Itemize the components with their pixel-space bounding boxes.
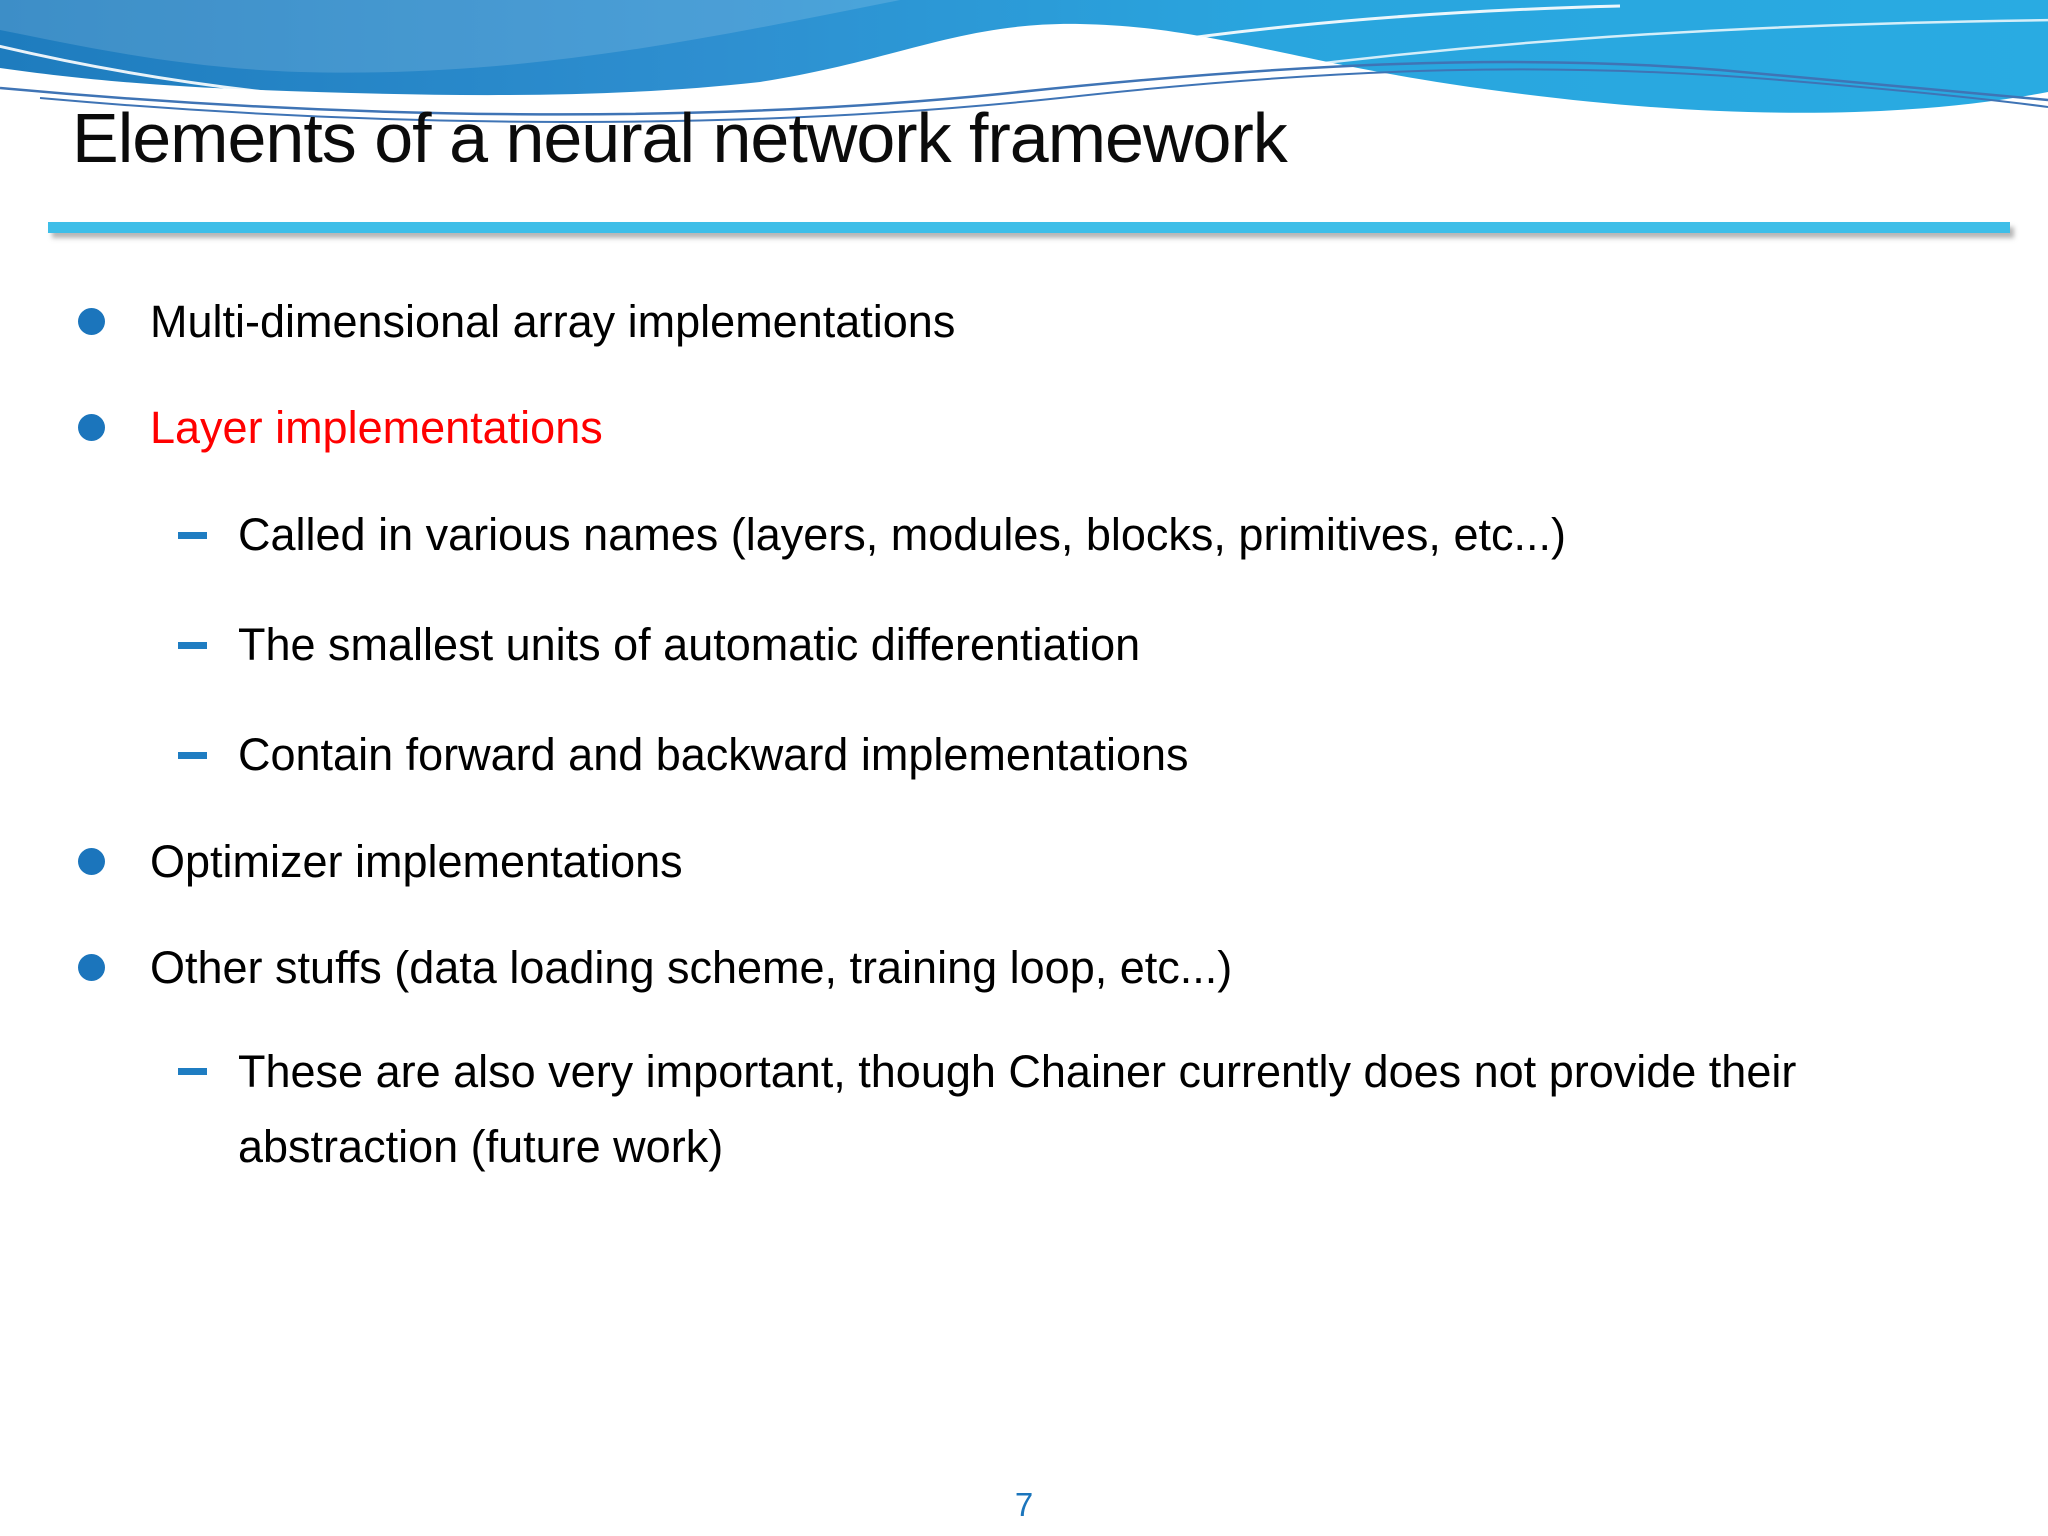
wave-highlight-shape — [0, 0, 900, 73]
wave-blue-line-icon — [0, 60, 2048, 116]
header-wave-decoration — [0, 0, 2048, 123]
bullet-dot-icon — [78, 414, 105, 441]
bullet-dash-icon — [178, 532, 207, 539]
wave-white-line-icon — [0, 4, 1621, 109]
sub-bullet-text: Called in various names (layers, modules… — [238, 509, 1566, 560]
bullet-item: Other stuffs (data loading scheme, train… — [78, 940, 1232, 996]
bullet-dot-icon — [78, 954, 105, 981]
bullet-text: Multi-dimensional array implementations — [150, 296, 956, 347]
bullet-dash-icon — [178, 1068, 207, 1075]
page-title: Elements of a neural network framework — [72, 99, 1288, 177]
bullet-item: Layer implementations — [78, 400, 603, 456]
bullet-text: Layer implementations — [150, 402, 603, 453]
sub-bullet-text: Contain forward and backward implementat… — [238, 729, 1189, 780]
sub-bullet-text: These are also very important, though Ch… — [238, 1046, 1797, 1172]
bullet-item: Multi-dimensional array implementations — [78, 294, 955, 350]
sub-bullet-item: These are also very important, though Ch… — [178, 1034, 1918, 1184]
bullet-dot-icon — [78, 308, 105, 335]
bullet-dash-icon — [178, 752, 207, 759]
bullet-dash-icon — [178, 642, 207, 649]
sub-bullet-text: The smallest units of automatic differen… — [238, 619, 1141, 670]
bullet-text: Other stuffs (data loading scheme, train… — [150, 942, 1233, 993]
wave-main-shape — [0, 0, 2048, 113]
bullet-dot-icon — [78, 848, 105, 875]
sub-bullet-item: Called in various names (layers, modules… — [178, 507, 1566, 563]
page-number: 7 — [1014, 1486, 1034, 1523]
bullet-item: Optimizer implementations — [78, 834, 683, 890]
wave-blue-line-icon — [39, 68, 2048, 123]
title-underline-bar — [48, 222, 2010, 233]
bullet-text: Optimizer implementations — [150, 836, 683, 887]
sub-bullet-item: Contain forward and backward implementat… — [178, 727, 1189, 783]
sub-bullet-item: The smallest units of automatic differen… — [178, 617, 1140, 673]
